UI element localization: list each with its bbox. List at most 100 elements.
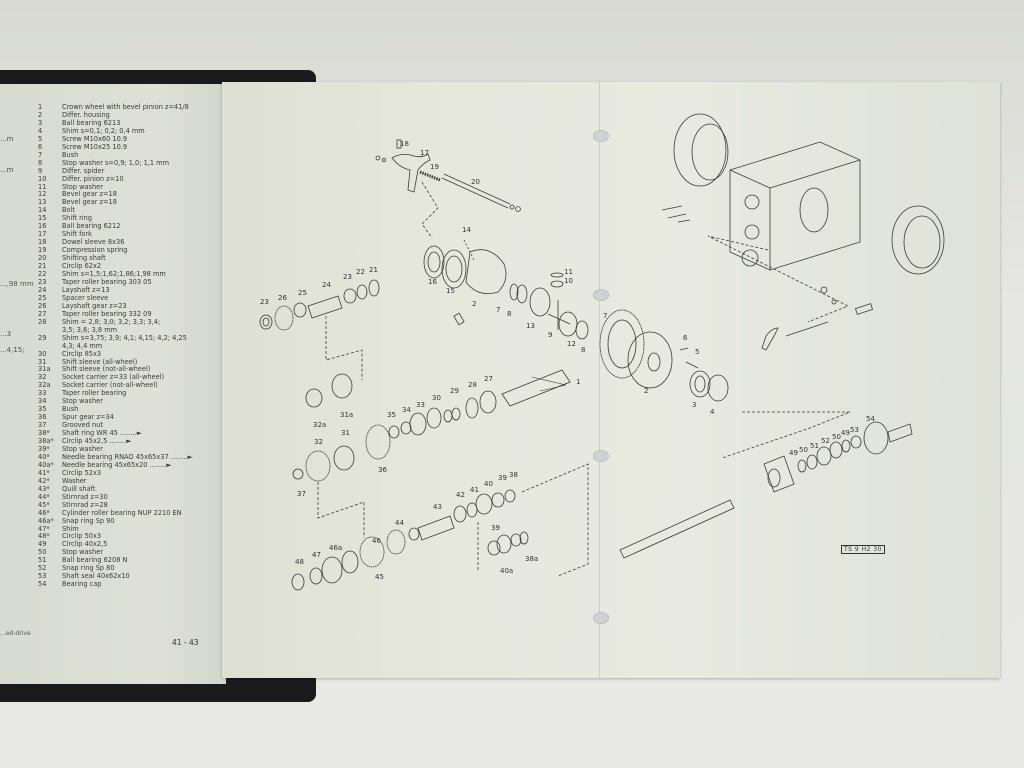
part-number: 3 — [38, 118, 43, 127]
diagram-callout: 42 — [456, 491, 465, 499]
diagram-callout: 4 — [710, 408, 715, 416]
exploded-transmission-diagram: 1817192014161527813912811107652341232625… — [259, 113, 945, 591]
part-description: Bearing cap — [62, 580, 102, 589]
part-number: 46* — [38, 508, 50, 517]
part-description: Differ. housing — [62, 110, 110, 119]
part-description: Shim — [62, 524, 79, 533]
part-description: Needle bearing RNAO 45x65x37 ........► — [62, 452, 193, 461]
part-number: 8 — [38, 158, 43, 167]
part-description: Ball bearing 6208 N — [62, 556, 128, 565]
part-description: Shift sleeve (not-all-wheel) — [62, 365, 151, 374]
part-description: Layshaft gear z=23 — [62, 301, 127, 310]
part-number: 33 — [38, 389, 47, 398]
diagram-callout: 35 — [387, 411, 396, 419]
part-row: 38*Shaft ring WR 45 ........► — [38, 429, 226, 438]
part-row: 42*Washer — [38, 476, 226, 486]
diagram-callout: 7 — [496, 306, 500, 314]
part-description: Bevel gear z=18 — [62, 190, 117, 199]
diagram-callout: 48 — [295, 558, 304, 566]
part-number: 32a — [38, 381, 51, 390]
part-number: 11 — [38, 182, 47, 191]
diagram-callout: 16 — [428, 278, 437, 286]
part-description: Stop washer — [62, 444, 103, 453]
part-row: 26 Layshaft gear z=23 — [38, 301, 226, 311]
diagram-callout: 50 — [799, 446, 808, 454]
part-description: Cylinder roller bearing NUP 2210 EN — [62, 508, 182, 517]
diagram-callout: 18 — [400, 140, 409, 148]
diagram-callout: 24 — [322, 281, 331, 289]
layshaft-group — [259, 279, 380, 380]
part-number: 24 — [38, 285, 47, 294]
diagram-callout: 2 — [472, 300, 476, 308]
part-description: Dowel sleeve 8x36 — [62, 238, 125, 247]
part-number: 17 — [38, 230, 47, 239]
diagram-callout: 15 — [446, 287, 455, 295]
part-row: 40*Needle bearing RNAO 45x65x37 ........… — [38, 452, 226, 462]
diagram-callout: 32 — [314, 438, 323, 446]
diagram-callout: 21 — [369, 266, 378, 274]
part-description: Spacer sleeve — [62, 293, 109, 302]
part-row: 38a* Circlip 45x2,5 ........► — [38, 437, 226, 446]
part-row: 23 Taper roller bearing 303 05 — [38, 277, 226, 287]
part-number: 12 — [38, 190, 47, 199]
part-description: Washer — [62, 476, 87, 485]
part-description: Shim = 2,8; 3,0; 3,2; 3,3; 3,4; — [62, 317, 161, 326]
diagram-callout: 30 — [432, 394, 441, 402]
part-number: 41* — [38, 468, 50, 477]
part-number: 30 — [38, 349, 47, 358]
diagram-callout: 28 — [468, 381, 477, 389]
part-number: 38* — [38, 429, 50, 438]
diagram-callout: 52 — [821, 437, 830, 445]
part-number: 35 — [38, 405, 47, 414]
part-description: Stop washer — [62, 548, 103, 557]
part-row: 3,5; 3,6; 3,8 mm — [38, 326, 226, 335]
part-description: Snap ring Sp 90 — [62, 516, 115, 525]
part-description: Circlip 52x3 — [62, 468, 102, 477]
part-description: Differ. pinion z=10 — [62, 174, 124, 183]
part-number: 31 — [38, 357, 47, 366]
part-description: Stop washer — [62, 182, 103, 191]
edge-fragment: ...m — [0, 135, 14, 143]
part-number: 10 — [38, 174, 47, 183]
part-description: Screw M10x60 10.9 — [62, 134, 128, 143]
part-number: 40a* — [38, 460, 54, 469]
diagram-callout: 29 — [450, 387, 459, 395]
part-number: 23 — [38, 277, 47, 286]
part-description: Stirnrad z=28 — [62, 500, 108, 509]
part-number: 36 — [38, 413, 47, 422]
part-number: 6 — [38, 142, 43, 151]
part-number: 38a* — [38, 437, 54, 446]
diagram-callout: 36 — [378, 466, 387, 474]
part-description: Circlip 50x3 — [62, 532, 102, 541]
part-description: Taper roller bearing 303 05 — [62, 277, 152, 286]
part-number: 48* — [38, 532, 50, 541]
part-description: Grooved nut — [62, 421, 103, 430]
part-number: 27 — [38, 309, 47, 318]
drawing-reference: TS 9 H2 30 — [841, 545, 885, 554]
part-row: 12 Bevel gear z=18 — [38, 191, 226, 199]
diagram-callout: 12 — [567, 340, 576, 348]
part-row: 45*Stirnrad z=28 — [38, 500, 226, 510]
diagram-callout: 31a — [340, 411, 353, 419]
part-number: 47* — [38, 524, 50, 533]
part-description: Circlip 45x2,5 ........► — [62, 437, 132, 446]
edge-fragment: ...4,15; — [0, 346, 25, 354]
part-number: 26 — [38, 301, 47, 310]
part-row: 11 Stop washer — [38, 182, 226, 192]
diagram-callout: 19 — [430, 163, 439, 171]
part-description: Bevel gear z=18 — [62, 198, 117, 207]
